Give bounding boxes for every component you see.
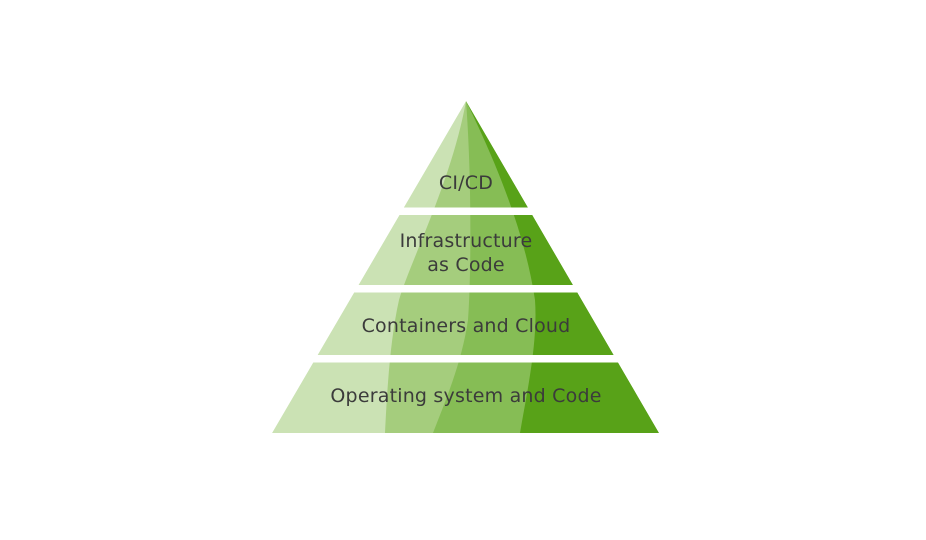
layer-label-iac-line1: Infrastructure: [400, 230, 533, 252]
layer-divider-2: [250, 285, 690, 293]
layer-label-iac-line2: as Code: [427, 254, 505, 276]
layer-divider-3: [250, 355, 690, 363]
layer-label-os-code: Operating system and Code: [330, 385, 601, 407]
pyramid-body: [272, 101, 659, 433]
layer-label-cicd: CI/CD: [439, 172, 493, 194]
layer-divider-1: [250, 207, 690, 215]
pyramid-facet-dark: [466, 101, 659, 433]
layer-label-containers-cloud: Containers and Cloud: [362, 315, 571, 337]
